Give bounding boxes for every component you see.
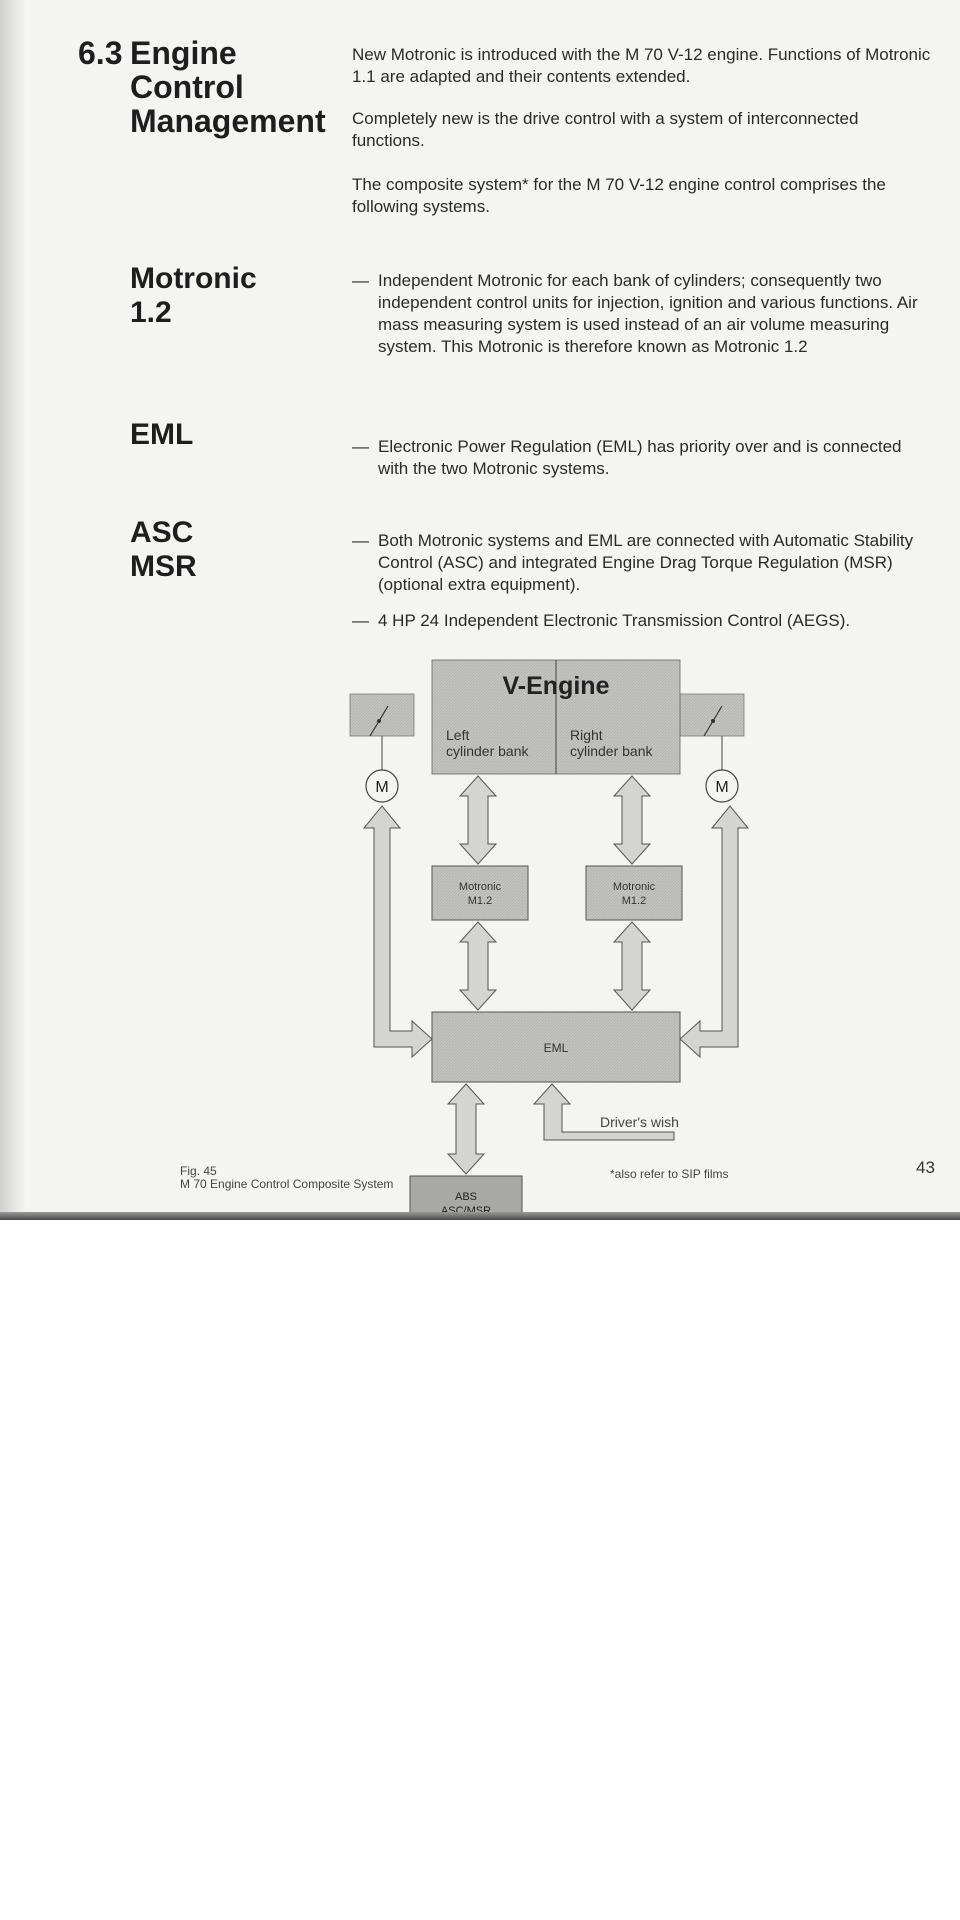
motronic-heading: Motronic 1.2	[130, 262, 257, 330]
figure-number: Fig. 45	[180, 1164, 217, 1178]
right-throttle-motor	[705, 769, 739, 803]
bullet-asc-msr: — Both Motronic systems and EML are conn…	[352, 530, 932, 596]
left-throttle-pivot	[377, 719, 381, 723]
bullet-asc-msr-text: Both Motronic systems and EML are connec…	[378, 531, 914, 594]
motronic-left-label-line2: M1.2	[468, 895, 492, 907]
right-bank-label-line1: Right	[570, 727, 603, 743]
bullet-dash: —	[352, 437, 369, 456]
motronic-left-label-line1: Motronic	[459, 881, 502, 893]
bullet-dash: —	[352, 271, 369, 290]
composite-system-diagram: V-Engine Left cylinder bank Right cylind…	[349, 659, 750, 1231]
page-number: 43	[916, 1158, 935, 1177]
eml-heading: EML	[130, 418, 194, 451]
left-eml-motor-arrow	[362, 805, 433, 1059]
bullet-aegs-text: 4 HP 24 Independent Electronic Transmiss…	[378, 611, 851, 630]
footnote: *also refer to SIP films	[610, 1167, 729, 1181]
left-motronic-eml-arrow	[458, 921, 498, 1011]
bullet-motronic-text: Independent Motronic for each bank of cy…	[378, 271, 918, 356]
right-eml-motor-arrow	[679, 805, 750, 1059]
left-engine-motronic-arrow	[458, 775, 498, 865]
section-title-line3: Management	[130, 103, 326, 139]
left-bank-label-line1: Left	[446, 727, 469, 743]
section-title-line2: Control	[130, 69, 244, 105]
motronic-right-label-line1: Motronic	[613, 881, 656, 893]
drive-control-paragraph: Completely new is the drive control with…	[352, 109, 859, 150]
figure-caption: Fig. 45 M 70 Engine Control Composite Sy…	[180, 1165, 393, 1191]
motronic-heading-line2: 1.2	[130, 296, 172, 329]
page-gutter-shadow	[0, 0, 26, 1220]
drivers-wish-label: Driver's wish	[600, 1114, 679, 1130]
motronic-heading-line1: Motronic	[130, 262, 257, 295]
left-motor-symbol: M	[375, 779, 388, 796]
motronic-right-box	[585, 865, 683, 921]
abs-label-line1: ABS	[455, 1191, 477, 1203]
bullet-dash: —	[352, 531, 369, 550]
bullet-motronic: — Independent Motronic for each bank of …	[352, 270, 932, 358]
bullet-dash: —	[352, 611, 369, 630]
composite-system-paragraph: The composite system* for the M 70 V-12 …	[352, 175, 886, 216]
right-throttle-pivot	[711, 719, 715, 723]
left-bank-label-line2: cylinder bank	[446, 743, 529, 759]
msr-heading: MSR	[130, 550, 197, 583]
right-motor-symbol: M	[715, 779, 728, 796]
right-bank-label-line2: cylinder bank	[570, 743, 653, 759]
motronic-left-box	[431, 865, 529, 921]
right-motronic-eml-arrow	[612, 921, 652, 1011]
blank-area	[0, 1220, 960, 1920]
section-number: 6.3	[78, 35, 123, 71]
bullet-eml-text: Electronic Power Regulation (EML) has pr…	[378, 437, 902, 478]
right-engine-motronic-arrow	[612, 775, 652, 865]
section-title-line1: Engine	[130, 35, 237, 71]
page-bottom-edge	[0, 1212, 960, 1220]
eml-box-label: EML	[544, 1041, 569, 1055]
bullet-aegs: — 4 HP 24 Independent Electronic Transmi…	[352, 610, 932, 632]
drivers-wish-arrow	[532, 1083, 675, 1141]
bullet-eml: — Electronic Power Regulation (EML) has …	[352, 436, 932, 480]
intro-paragraph: New Motronic is introduced with the M 70…	[352, 45, 931, 86]
right-throttle-housing	[679, 693, 745, 737]
asc-heading: ASC	[130, 516, 194, 549]
left-throttle-motor	[365, 769, 399, 803]
eml-box	[431, 1011, 681, 1083]
asc-msr-heading: ASC MSR	[130, 516, 197, 584]
eml-abs-arrow	[446, 1083, 486, 1175]
v-engine-title: V-Engine	[503, 672, 610, 700]
motronic-right-label-line2: M1.2	[622, 895, 646, 907]
figure-title: M 70 Engine Control Composite System	[180, 1177, 394, 1191]
